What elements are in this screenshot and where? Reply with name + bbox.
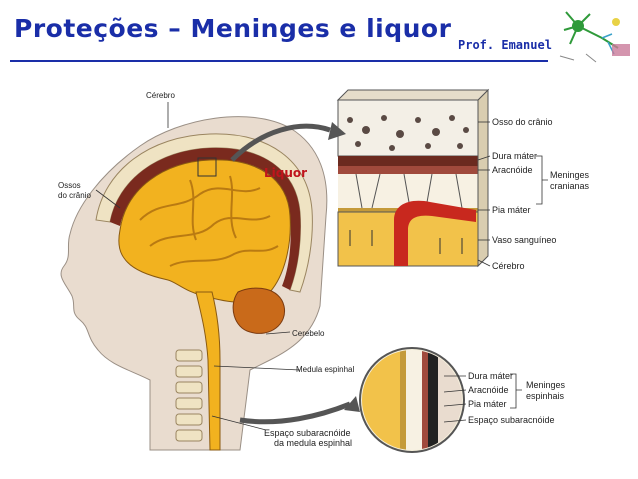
bottom-label-group-2: espinhais xyxy=(526,391,565,401)
top-label-vaso: Vaso sanguíneo xyxy=(492,235,556,245)
cranial-meninges-inset xyxy=(336,88,490,268)
cerebellum xyxy=(232,287,286,334)
vertebrae xyxy=(175,349,203,442)
author-label: Prof. Emanuel xyxy=(458,38,552,52)
spinal-meninges-inset xyxy=(359,347,465,453)
label-espaco-2: da medula espinhal xyxy=(274,438,352,448)
top-label-aracnoide: Aracnóide xyxy=(492,165,533,175)
meninges-diagram: Cérebro Ossos do crânio Cerebelo Medula … xyxy=(58,88,590,453)
top-label-osso: Osso do crânio xyxy=(492,117,553,127)
leader-lines xyxy=(95,102,548,431)
label-cerebelo: Cerebelo xyxy=(292,329,325,338)
top-label-group-2: cranianas xyxy=(550,181,590,191)
page-title: Proteções – Meninges e liquor xyxy=(14,14,452,43)
top-label-group-1: Meninges xyxy=(550,170,590,180)
label-cerebro: Cérebro xyxy=(146,91,175,100)
spinal-cord xyxy=(195,291,221,451)
zoom-arrow-top xyxy=(230,123,331,162)
label-ossos: Ossos xyxy=(58,181,81,190)
label-medula: Medula espinhal xyxy=(296,365,354,374)
bottom-label-pia: Pia máter xyxy=(468,399,507,409)
title-divider xyxy=(10,60,548,62)
label-espaco-1: Espaço subaracnóide xyxy=(264,428,351,438)
top-label-dura: Dura máter xyxy=(492,151,537,161)
top-label-pia: Pia máter xyxy=(492,205,531,215)
top-label-cerebro: Cérebro xyxy=(492,261,525,271)
bottom-label-dura: Dura máter xyxy=(468,371,513,381)
bottom-label-aracnoide: Aracnóide xyxy=(468,385,509,395)
neuron-logo xyxy=(556,4,636,68)
zoom-arrow-bottom xyxy=(239,401,351,425)
bottom-label-group-1: Meninges xyxy=(526,380,566,390)
label-liquor: Liquor xyxy=(264,166,307,180)
label-do-cranio: do crânio xyxy=(58,191,91,200)
bottom-label-espaco: Espaço subaracnóide xyxy=(468,415,555,425)
blood-vessel xyxy=(394,200,476,266)
brain-folds xyxy=(139,175,279,267)
